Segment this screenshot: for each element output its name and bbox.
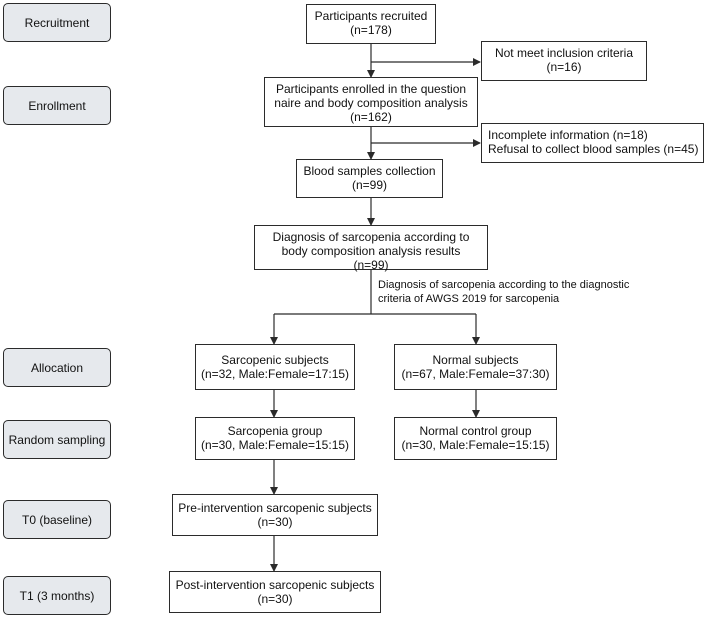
box-line: Incomplete information (n=18) [488,128,648,142]
box-normal-subjects: Normal subjects (n=67, Male:Female=37:30… [394,344,557,390]
stage-allocation: Allocation [3,348,111,387]
stage-enrollment: Enrollment [3,86,111,125]
box-excluded: Incomplete information (n=18) Refusal to… [481,123,704,163]
box-line: (n=162) [350,110,392,124]
box-line: Not meet inclusion criteria [494,46,634,60]
box-line: (n=99) [351,178,388,192]
box-line: (n=99) [353,258,389,272]
box-line: Pre-intervention sarcopenic subjects [178,501,372,515]
note-line: Diagnosis of sarcopenia according to the… [378,279,630,291]
box-line: Refusal to collect blood samples (n=45) [488,142,699,156]
box-line: (n=30) [257,592,293,606]
box-line: Normal control group [419,424,532,438]
box-line: (n=30, Male:Female=15:15) [401,438,550,452]
note-line: criteria of AWGS 2019 for sarcopenia [378,293,560,305]
box-line: Sarcopenic subjects [221,353,329,367]
box-line: (n=32, Male:Female=17:15) [200,367,350,381]
box-blood-samples: Blood samples collection (n=99) [296,159,443,198]
stage-random-sampling: Random sampling [3,420,111,459]
box-line: Diagnosis of sarcopenia according to [272,230,470,244]
box-sarcopenia-group: Sarcopenia group (n=30, Male:Female=15:1… [195,417,355,460]
box-line: naire and body composition analysis [274,96,468,110]
box-line: Participants recruited [314,9,428,23]
box-post-intervention: Post-intervention sarcopenic subjects (n… [169,571,381,613]
box-pre-intervention: Pre-intervention sarcopenic subjects (n=… [172,494,378,536]
box-line: (n=30) [257,515,293,529]
box-line: Sarcopenia group [227,424,323,438]
stage-t1-3-months: T1 (3 months) [3,576,111,615]
box-sarcopenic-subjects: Sarcopenic subjects (n=32, Male:Female=1… [195,344,355,390]
box-line: (n=30, Male:Female=15:15) [200,438,350,452]
box-line: Blood samples collection [303,164,436,178]
stage-recruitment: Recruitment [3,3,111,42]
box-line: Participants enrolled in the question [275,82,467,96]
box-line: body composition analysis results [281,244,461,258]
box-line: Normal subjects [432,353,519,367]
box-line: (n=67, Male:Female=37:30) [401,367,550,381]
stage-t0-baseline: T0 (baseline) [3,500,111,539]
box-line: (n=16) [546,60,582,74]
box-normal-control-group: Normal control group (n=30, Male:Female=… [394,417,557,460]
box-participants-enrolled: Participants enrolled in the question na… [264,77,478,127]
box-line: Post-intervention sarcopenic subjects [175,578,375,592]
box-diagnosis: Diagnosis of sarcopenia according to bod… [254,225,488,272]
box-participants-recruited: Participants recruited (n=178) [306,4,436,44]
awgs-criteria-note: Diagnosis of sarcopenia according to the… [378,278,629,306]
box-line: (n=178) [350,23,392,37]
box-not-meet-criteria: Not meet inclusion criteria (n=16) [481,41,647,81]
